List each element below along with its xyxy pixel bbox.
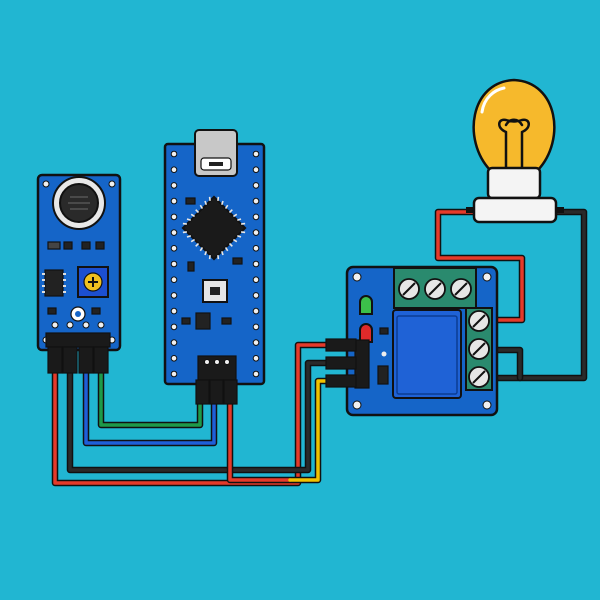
left-header-hole xyxy=(170,245,178,252)
socket-terminal-right xyxy=(556,207,564,213)
wires xyxy=(51,208,588,487)
left-header-hole xyxy=(170,355,178,362)
left-header-hole xyxy=(170,213,178,221)
right-header-hole xyxy=(252,370,260,378)
socket-terminal-left xyxy=(466,207,474,213)
right-header-hole xyxy=(252,276,260,284)
relay-module xyxy=(325,265,499,417)
comparator-chip xyxy=(42,269,66,297)
right-header-hole xyxy=(252,229,260,236)
right-header-hole xyxy=(252,292,260,299)
wire-blue-sensor-to-arduino xyxy=(84,368,216,445)
left-header-hole xyxy=(170,276,178,284)
wire-red-arduino xyxy=(228,398,292,482)
relay-cube xyxy=(392,309,462,399)
bulb-socket xyxy=(472,196,558,224)
wire-green-sensor-to-arduino xyxy=(99,368,202,427)
left-header-hole xyxy=(170,339,178,346)
relay-top-terminal-block xyxy=(393,267,477,309)
wire-black-bulb-to-relay xyxy=(490,210,586,380)
potentiometer-icon xyxy=(77,266,109,298)
left-header-hole xyxy=(170,307,178,315)
bulb-glass-icon xyxy=(472,78,556,180)
left-header-hole xyxy=(170,182,178,189)
chip-pins xyxy=(182,196,246,260)
left-header-hole xyxy=(170,292,178,299)
right-header-hole xyxy=(252,339,260,346)
wire-yellow-arduino-to-relay xyxy=(288,379,332,482)
right-header-hole xyxy=(252,260,260,268)
sensor-pin-header xyxy=(45,321,111,374)
wire-black-relay-jumper xyxy=(490,348,522,380)
arduino-nano-board xyxy=(163,129,266,405)
relay-output-terminal-block xyxy=(465,307,493,391)
right-header-hole xyxy=(252,307,260,315)
left-header-hole xyxy=(170,166,178,173)
left-header-hole xyxy=(170,370,178,378)
filament-icon xyxy=(498,118,530,170)
nano-header-holes xyxy=(170,150,260,378)
wire-red-bulb-to-relay xyxy=(436,210,524,322)
left-header-hole xyxy=(170,229,178,236)
microphone-icon xyxy=(52,176,106,230)
usb-port-icon xyxy=(194,129,238,177)
left-header-hole xyxy=(170,323,178,331)
right-header-hole xyxy=(252,182,260,189)
green-led-icon xyxy=(359,295,373,315)
reset-button xyxy=(202,279,228,303)
sound-sensor-module xyxy=(36,173,122,374)
wire-black-sensor-to-relay xyxy=(68,361,332,472)
right-header-hole xyxy=(252,323,260,331)
left-header-hole xyxy=(170,260,178,268)
light-bulb xyxy=(466,78,564,224)
red-led-icon xyxy=(359,323,373,343)
right-header-hole xyxy=(252,150,260,158)
right-header-hole xyxy=(252,197,260,205)
left-header-hole xyxy=(170,197,178,205)
left-header-hole xyxy=(170,150,178,158)
right-header-hole xyxy=(252,355,260,362)
nano-pin-header xyxy=(195,355,238,405)
right-header-hole xyxy=(252,166,260,173)
relay-input-header xyxy=(325,338,370,389)
bulb-base xyxy=(486,166,542,200)
right-header-hole xyxy=(252,213,260,221)
right-header-hole xyxy=(252,245,260,252)
